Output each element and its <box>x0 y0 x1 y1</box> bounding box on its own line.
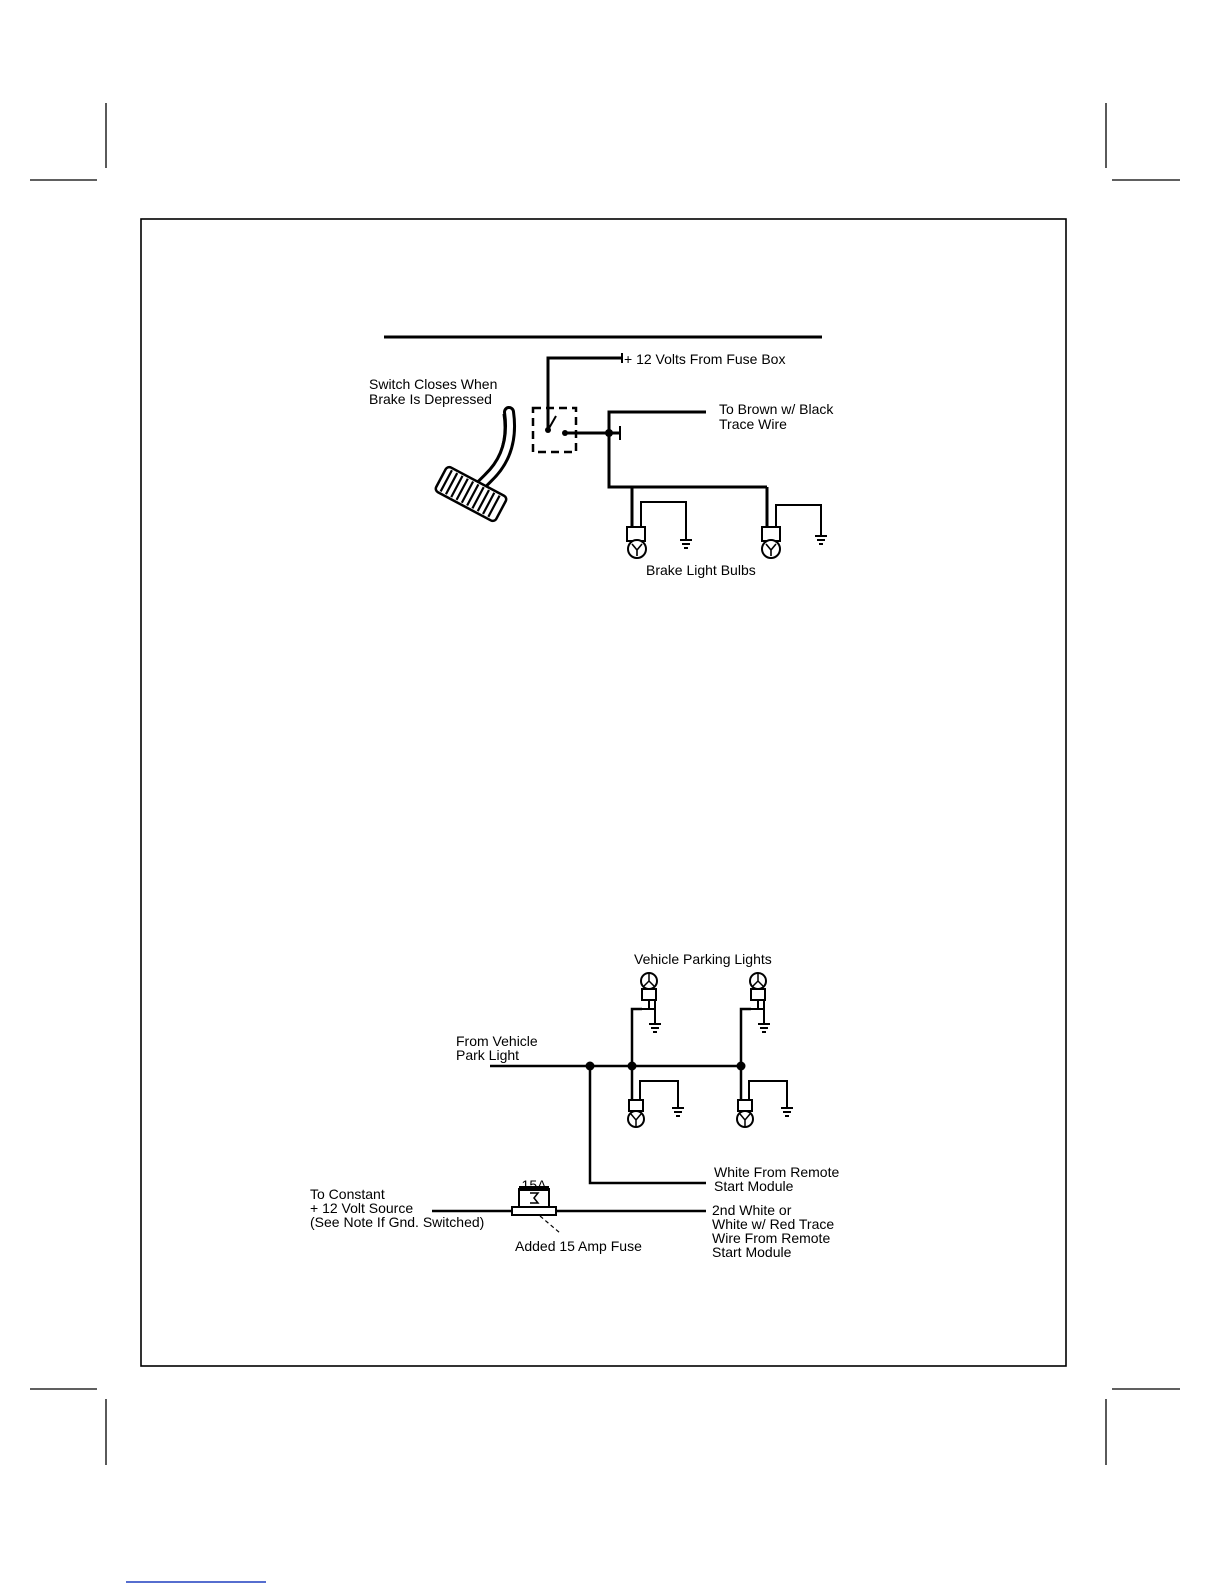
brake-wires <box>546 356 769 527</box>
white-wire-label-line1: White From Remote <box>714 1164 839 1180</box>
from-vehicle-label-line2: Park Light <box>456 1047 519 1063</box>
brake-bulbs-label: Brake Light Bulbs <box>646 562 756 578</box>
constant-source-label-line1: To Constant <box>310 1186 385 1202</box>
added-fuse-label: Added 15 Amp Fuse <box>515 1238 642 1254</box>
brake-bulb-icon <box>626 501 687 559</box>
fuse-box-label: + 12 Volts From Fuse Box <box>624 351 785 367</box>
ground-icon <box>672 1107 684 1117</box>
switch-label-line2: Brake Is Depressed <box>369 391 492 407</box>
ground-icon <box>649 1023 661 1033</box>
from-vehicle-label-line1: From Vehicle <box>456 1033 538 1049</box>
second-white-label-line1: 2nd White or <box>712 1202 792 1218</box>
brown-wire-label-line2: Trace Wire <box>719 416 787 432</box>
parking-bulb-icon <box>749 972 767 1024</box>
second-white-label-line2: White w/ Red Trace <box>712 1216 834 1232</box>
second-white-label-line4: Start Module <box>712 1244 792 1260</box>
ground-icon <box>680 539 692 549</box>
brake-switch-icon <box>531 406 578 454</box>
brake-diagram: Switch Closes When Brake Is Depressed + … <box>369 335 834 578</box>
junction-dot <box>605 429 613 437</box>
junction-dot <box>736 1061 746 1071</box>
switch-label-line1: Switch Closes When <box>369 376 497 392</box>
junction-dot <box>627 1061 637 1071</box>
parking-wires <box>432 1007 751 1213</box>
constant-source-label-line3: (See Note If Gnd. Switched) <box>310 1214 484 1230</box>
parking-bulb-icon <box>640 972 658 1024</box>
crop-marks <box>30 103 1180 1465</box>
fuse-icon <box>511 1186 561 1234</box>
parking-bulb-icon <box>627 1080 679 1128</box>
page-frame <box>140 218 1067 1367</box>
constant-source-label-line2: + 12 Volt Source <box>310 1200 413 1216</box>
ground-icon <box>815 535 827 545</box>
ground-icon <box>758 1023 770 1033</box>
junction-dot <box>585 1061 595 1071</box>
second-white-label-line3: Wire From Remote <box>712 1230 830 1246</box>
parking-lights-label: Vehicle Parking Lights <box>634 951 772 967</box>
ground-icon <box>781 1107 793 1117</box>
brown-wire-label-line1: To Brown w/ Black <box>719 401 834 417</box>
parking-diagram: 15A Vehicle Parking Lights From Vehicle … <box>310 951 839 1260</box>
fuse-value-label: 15A <box>522 1177 548 1193</box>
parking-bulb-icon <box>736 1080 788 1128</box>
brake-bulb-icon <box>761 504 822 559</box>
brake-pedal-icon <box>434 406 516 523</box>
white-wire-label-line2: Start Module <box>714 1178 794 1194</box>
